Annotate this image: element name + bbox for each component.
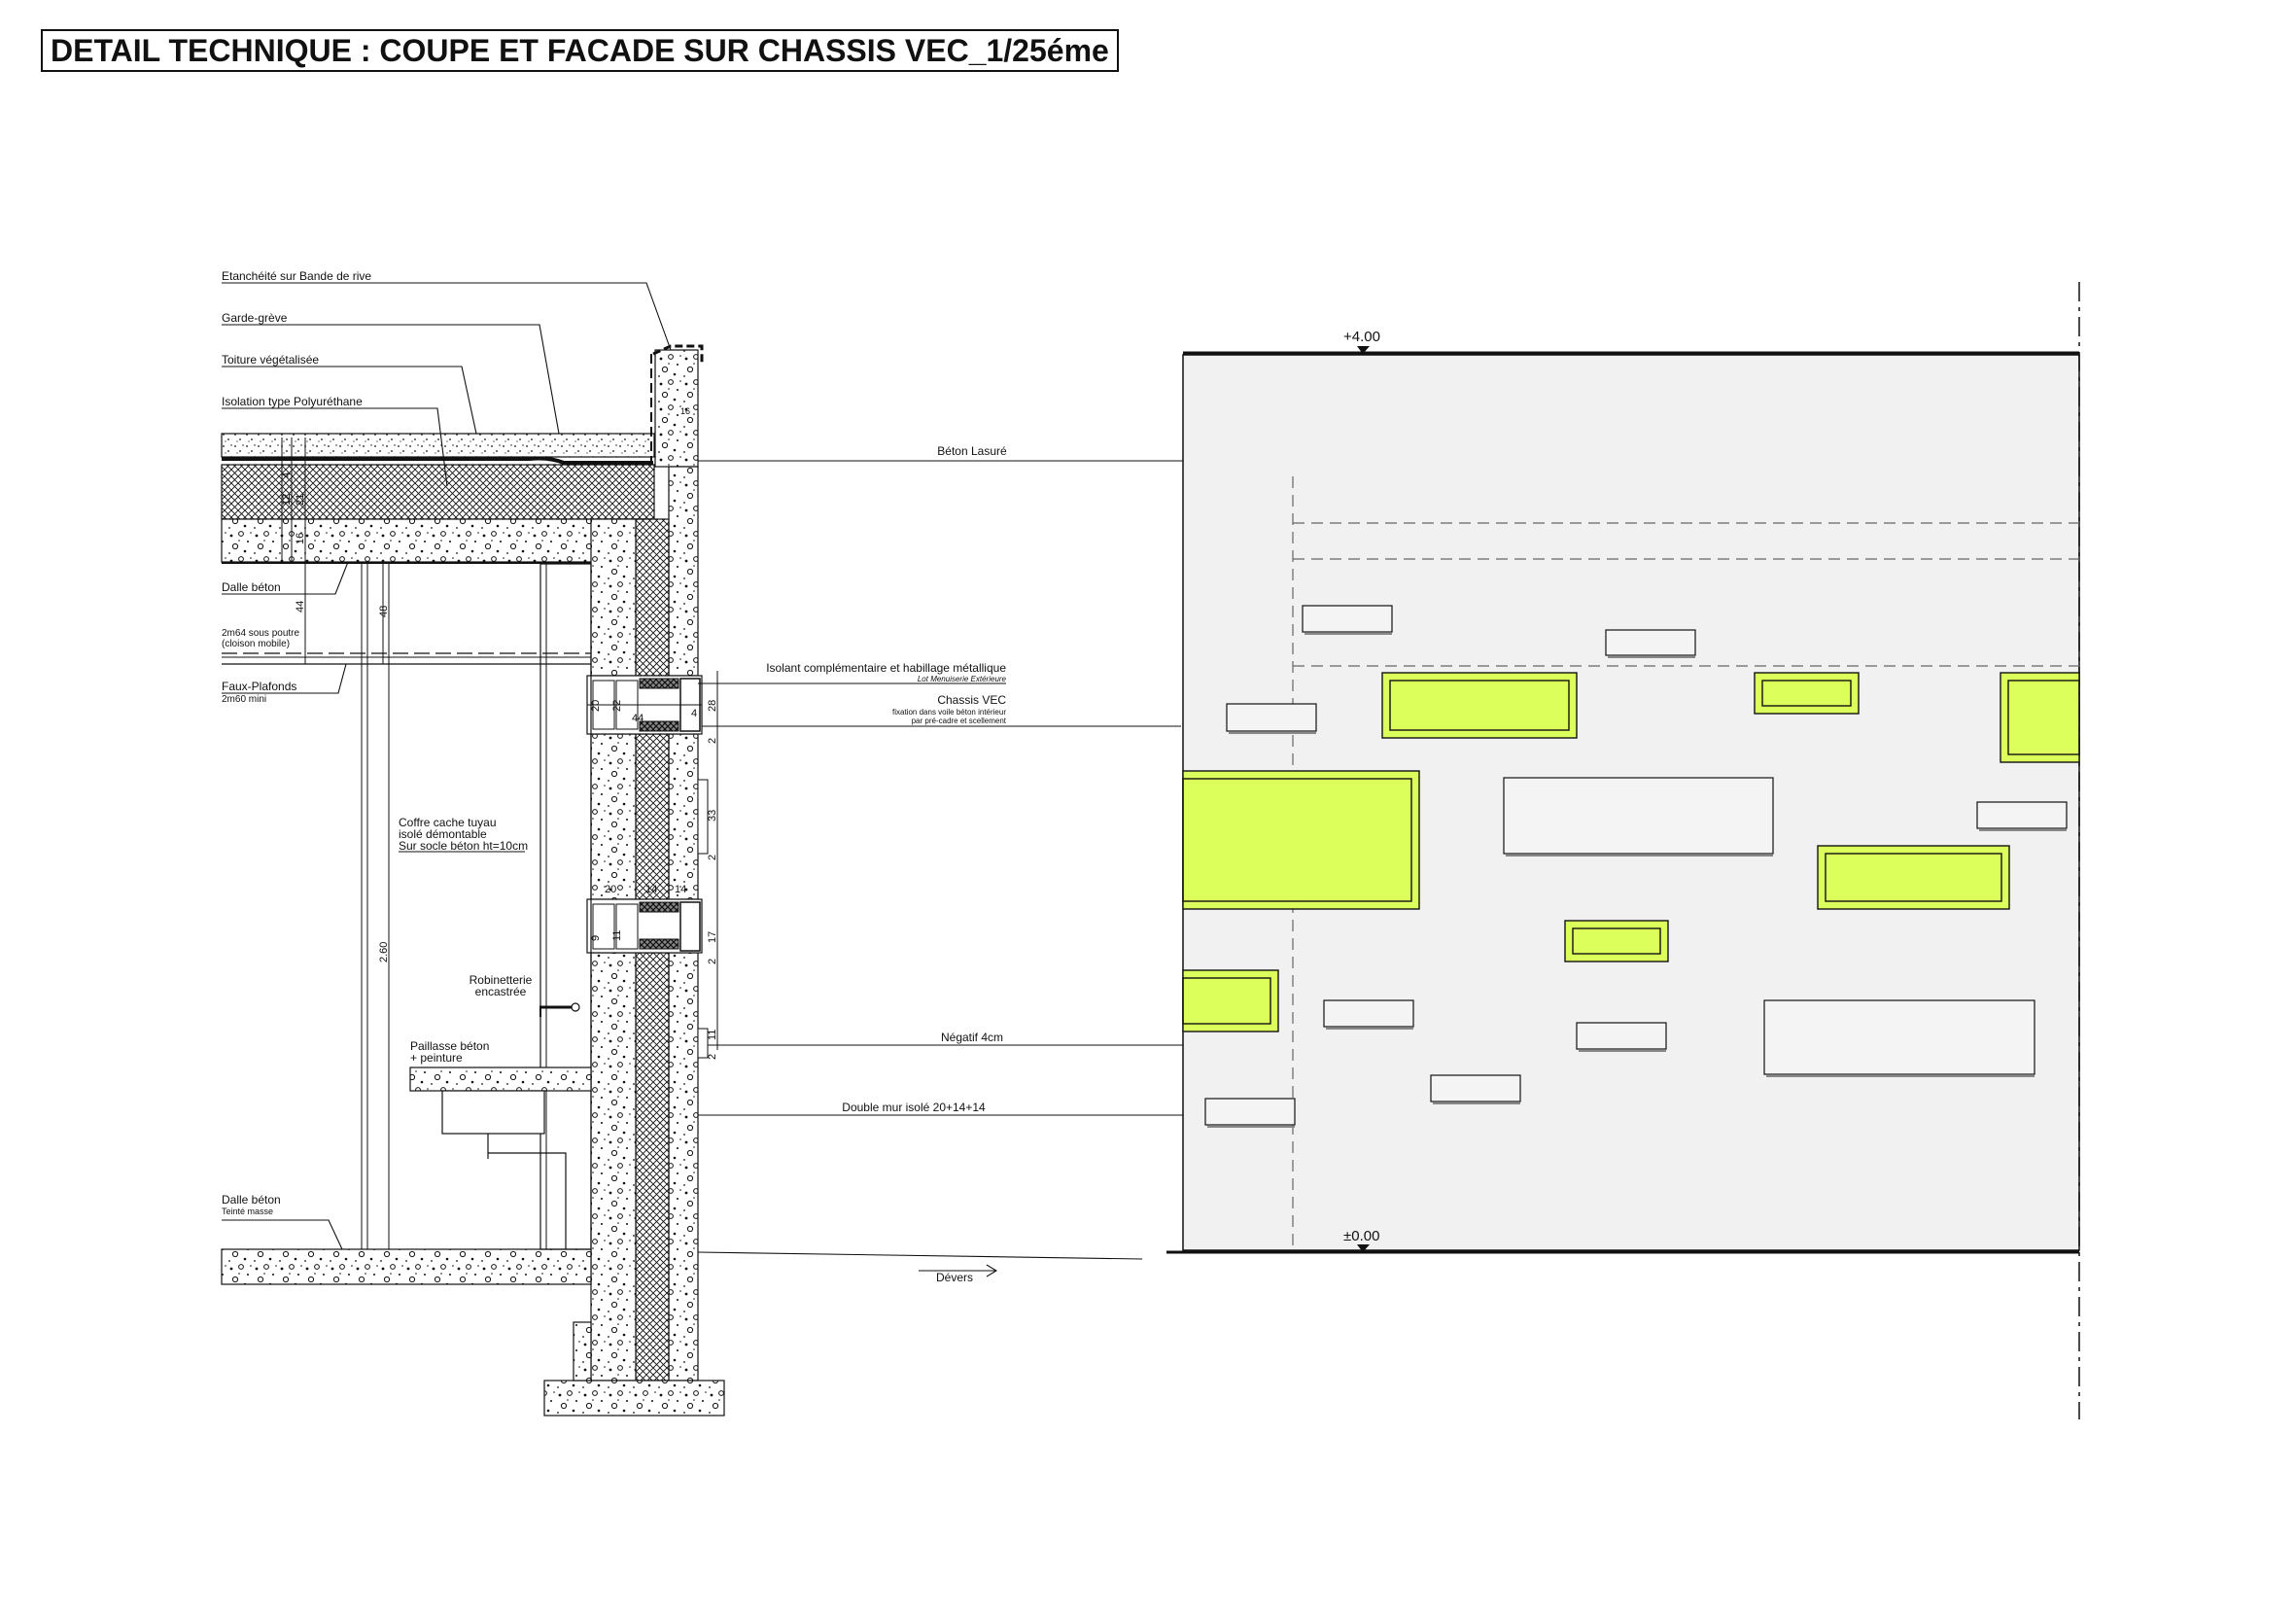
label-paillasse-1: Paillasse béton	[410, 1039, 489, 1053]
inner-wall-lower	[590, 952, 637, 1382]
label-negatif: Négatif 4cm	[941, 1031, 1003, 1044]
svg-text:17: 17	[707, 931, 718, 943]
recessed-panels	[1204, 605, 2068, 1126]
svg-text:16: 16	[295, 533, 306, 544]
parapet	[654, 349, 699, 468]
label-dalle-beton-bottom: Dalle béton	[222, 1193, 281, 1207]
roof-insulation	[221, 464, 655, 520]
label-faux-plafonds: Faux-Plafonds	[222, 680, 296, 693]
facade-elevation: +4.00 ±0.00	[1166, 282, 2080, 1419]
label-faux-plafonds-sub: 2m60 mini	[222, 694, 266, 705]
coping	[652, 344, 704, 364]
label-chassis: Chassis VEC	[937, 693, 1006, 707]
inner-wall-middle	[590, 733, 637, 900]
label-robinetterie-2: encastrée	[475, 985, 527, 998]
svg-text:28: 28	[707, 700, 718, 712]
section-labels: Etanchéité sur Bande de rive Garde-grève…	[222, 269, 1007, 1284]
label-sous-poutre: 2m64 sous poutre	[222, 628, 299, 639]
chassis-lower	[586, 898, 703, 954]
window-7	[1182, 969, 1279, 1032]
svg-text:11: 11	[611, 930, 623, 941]
level-bottom: ±0.00	[1343, 1228, 1379, 1244]
svg-text:20: 20	[605, 884, 616, 895]
svg-text:11: 11	[707, 1030, 718, 1040]
concrete-counter	[409, 1067, 592, 1092]
inner-wall-upper	[590, 518, 637, 677]
svg-text:14: 14	[645, 884, 657, 895]
section-cut	[221, 344, 725, 1417]
outer-wall-lower	[668, 952, 699, 1382]
pipe-casing	[539, 563, 592, 1250]
window-5	[1817, 845, 2010, 910]
label-dalle-beton-top: Dalle béton	[222, 580, 281, 594]
svg-text:16: 16	[680, 406, 690, 416]
ground-slab	[221, 1248, 592, 1285]
svg-text:20: 20	[590, 700, 602, 712]
label-double-mur: Double mur isolé 20+14+14	[842, 1101, 986, 1114]
wall-insulation-lower	[635, 952, 670, 1382]
label-cloison: (cloison mobile)	[222, 639, 290, 649]
drawing-title: DETAIL TECHNIQUE : COUPE ET FACADE SUR C…	[41, 29, 1119, 72]
foundation	[543, 1380, 725, 1417]
outer-wall-middle	[668, 733, 699, 900]
window-3	[2000, 672, 2080, 763]
label-coffre-2: isolé démontable	[399, 827, 487, 841]
label-toiture: Toiture végétalisée	[222, 353, 319, 367]
window-1	[1381, 672, 1578, 739]
svg-text:2.60: 2.60	[378, 942, 390, 962]
svg-text:48: 48	[378, 606, 390, 617]
svg-text:44: 44	[295, 601, 306, 612]
svg-text:44: 44	[632, 713, 644, 724]
wall-insulation-upper	[635, 518, 670, 677]
window-2	[1754, 672, 1860, 715]
svg-text:12: 12	[281, 494, 293, 506]
label-teinte-masse: Teinté masse	[222, 1207, 273, 1216]
label-garde-greve: Garde-grève	[222, 311, 288, 325]
label-fixation-1: fixation dans voile béton intérieur	[892, 708, 1006, 717]
glazed-openings	[1182, 672, 2080, 1032]
chassis-upper	[586, 675, 703, 735]
label-robinetterie-1: Robinetterie	[470, 973, 533, 987]
roof-slab	[221, 518, 655, 563]
label-devers: Dévers	[936, 1271, 973, 1284]
label-fixation-2: par pré-cadre et scellement	[912, 717, 1007, 725]
svg-text:4: 4	[691, 708, 697, 719]
svg-text:21: 21	[295, 494, 306, 506]
label-coffre-3: Sur socle béton ht=10cm	[399, 839, 528, 853]
window-6	[1564, 920, 1669, 962]
label-etancheite: Etanchéité sur Bande de rive	[222, 269, 371, 283]
window-4	[1182, 770, 1420, 910]
label-paillasse-2: + peinture	[410, 1051, 463, 1065]
svg-text:9: 9	[590, 935, 602, 941]
svg-text:22: 22	[611, 700, 623, 712]
svg-text:4: 4	[281, 472, 293, 478]
svg-text:14: 14	[675, 884, 686, 895]
roof-beam	[222, 562, 591, 564]
drain-pipe	[487, 1134, 567, 1249]
label-coffre-1: Coffre cache tuyau	[399, 816, 497, 829]
label-lot-menuiserie: Lot Menuiserie Extérieure	[918, 675, 1007, 683]
level-top: +4.00	[1343, 329, 1380, 345]
sink	[441, 1090, 545, 1135]
label-isolant: Isolant complémentaire et habillage méta…	[766, 661, 1006, 675]
outer-wall-upper	[668, 466, 699, 677]
level-bottom-marker	[1357, 1244, 1370, 1252]
svg-text:2: 2	[707, 959, 718, 964]
foundation-step	[573, 1321, 592, 1382]
wall-insulation-middle	[635, 733, 670, 900]
dimension-texts: 4 12 21 16 44 48 2.60 28 20 22 4 44 2 33…	[281, 406, 718, 1060]
svg-text:2: 2	[707, 738, 718, 744]
svg-text:2: 2	[707, 1054, 718, 1060]
svg-text:2: 2	[707, 855, 718, 860]
label-isolation: Isolation type Polyuréthane	[222, 395, 363, 408]
level-top-marker	[1357, 346, 1370, 354]
label-beton-lasure: Béton Lasuré	[937, 444, 1007, 458]
roof-membrane	[222, 456, 653, 465]
svg-text:33: 33	[707, 810, 718, 822]
green-roof-layer	[221, 433, 655, 458]
